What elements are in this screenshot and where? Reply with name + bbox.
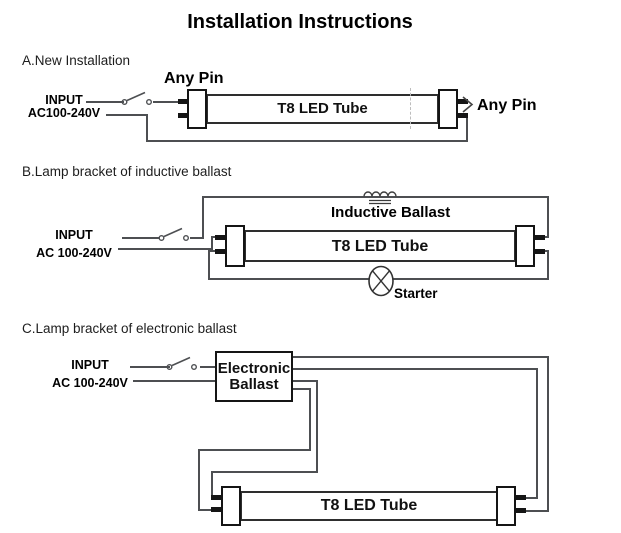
page-title: Installation Instructions: [187, 11, 413, 33]
wire: [524, 497, 538, 499]
wire: [466, 116, 468, 142]
input-label-line2: AC 100-240V: [36, 246, 112, 260]
section-b-input-label: INPUT AC 100-240V: [30, 226, 118, 262]
wire: [211, 236, 213, 250]
tube-pin: [211, 495, 222, 500]
input-label-line1: INPUT: [55, 228, 93, 242]
tube-pin: [215, 249, 226, 254]
tube-pin: [515, 508, 526, 513]
starter-label: Starter: [394, 286, 438, 301]
wire: [198, 449, 200, 511]
wire: [146, 114, 148, 142]
wire: [208, 250, 217, 252]
fold-guide-line: [410, 88, 411, 129]
tube-pin: [178, 113, 189, 118]
inductive-ballast-label: Inductive Ballast: [331, 204, 451, 221]
tube-endcap: [496, 486, 516, 526]
wire: [543, 236, 549, 238]
input-label-line1: INPUT: [71, 358, 109, 372]
led-tube-body: [240, 491, 498, 521]
wire: [190, 237, 204, 239]
wire: [211, 471, 213, 499]
tube-pin: [457, 99, 468, 104]
tube-endcap: [438, 89, 458, 129]
tube-endcap: [515, 225, 535, 267]
input-label-line2: AC100-240V: [27, 106, 101, 120]
wire: [130, 366, 170, 368]
tube-pin: [515, 495, 526, 500]
tube-pin: [534, 249, 545, 254]
wire: [536, 368, 538, 499]
switch-icon: [166, 356, 198, 370]
wire: [543, 250, 549, 252]
any-pin-label-left: Any Pin: [164, 70, 224, 87]
wire: [208, 250, 210, 280]
tube-pin: [211, 507, 222, 512]
wire: [293, 388, 311, 390]
input-label-line2: AC 100-240V: [52, 376, 128, 390]
input-label-line1: INPUT: [45, 93, 83, 107]
ballast-label-line1: Electronic: [217, 359, 291, 377]
section-c-heading: C.Lamp bracket of electronic ballast: [22, 321, 237, 336]
wire: [293, 356, 549, 358]
wire: [293, 368, 538, 370]
electronic-ballast-box: Electronic Ballast: [215, 351, 293, 402]
tube-endcap: [221, 486, 241, 526]
wire: [293, 380, 318, 382]
wire: [211, 236, 218, 238]
tube-label: T8 LED Tube: [331, 238, 429, 255]
wire: [118, 248, 213, 250]
wire: [198, 449, 311, 451]
wire: [547, 356, 549, 512]
tube-pin: [178, 99, 189, 104]
wire: [122, 237, 160, 239]
wire: [198, 509, 213, 511]
switch-icon: [158, 227, 190, 241]
ballast-label-line2: Ballast: [229, 375, 279, 393]
wire: [200, 366, 216, 368]
wire: [202, 196, 204, 239]
wire: [547, 250, 549, 280]
wire: [146, 140, 468, 142]
tube-endcap: [225, 225, 245, 267]
starter-icon: [368, 265, 394, 297]
section-a-input-label: INPUT AC100-240V: [20, 94, 108, 120]
wire: [86, 101, 124, 103]
tube-pin: [457, 113, 468, 118]
tube-endcap: [187, 89, 207, 129]
tube-pin: [534, 235, 545, 240]
tube-pin: [215, 235, 226, 240]
wire: [524, 510, 549, 512]
section-c-input-label: INPUT AC 100-240V: [46, 356, 134, 392]
section-b-heading: B.Lamp bracket of inductive ballast: [22, 164, 232, 179]
any-pin-label-right: Any Pin: [477, 97, 537, 114]
wire: [547, 196, 549, 238]
section-a-heading: A.New Installation: [22, 53, 131, 68]
wire: [316, 380, 318, 473]
wire: [133, 380, 216, 382]
tube-label: T8 LED Tube: [320, 497, 418, 514]
wire: [309, 388, 311, 451]
wire: [202, 196, 549, 198]
led-tube-body: [244, 230, 516, 262]
wire: [211, 471, 318, 473]
wire: [153, 101, 180, 103]
tube-label: T8 LED Tube: [277, 100, 368, 117]
inductor-icon: [363, 191, 397, 205]
switch-icon: [121, 91, 153, 105]
chevron-right-icon: [462, 96, 474, 113]
wire: [106, 114, 147, 116]
